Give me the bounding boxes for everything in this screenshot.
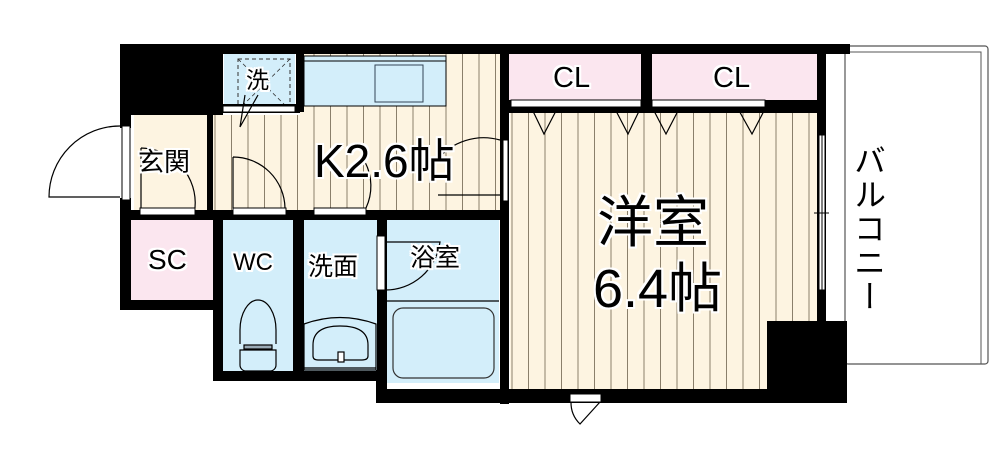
balcony-label: バルコニー: [849, 144, 887, 314]
door-swings: [48, 94, 767, 425]
shoe-closet-label: SC: [148, 244, 187, 275]
washroom-label: 洗面: [308, 252, 359, 281]
washroom-area: [304, 218, 377, 371]
western-room-label: 洋室: [597, 191, 709, 256]
washbasin-fixture: [303, 316, 377, 371]
bathtub-fixture: [387, 300, 499, 379]
hall-floor: [213, 115, 300, 212]
toilet-fixture: [239, 299, 277, 372]
shoe-closet-area: [131, 218, 213, 300]
closet-1-label: CL: [553, 62, 591, 94]
entrance-label: 玄関: [138, 148, 191, 178]
balcony-area: [844, 45, 989, 365]
kitchen-counter: [303, 55, 447, 107]
washer-area: [224, 54, 295, 108]
closet-2-area: [652, 54, 817, 102]
closet-1-area: [509, 54, 641, 102]
closet-2-label: CL: [713, 62, 751, 94]
bathroom-label: 浴室: [410, 243, 461, 272]
western-room-size-label: 6.4帖: [593, 259, 723, 319]
washer-label: 洗: [246, 68, 269, 94]
toilet-label: WC: [233, 249, 273, 276]
kitchen-label: K2.6帖: [314, 135, 455, 187]
